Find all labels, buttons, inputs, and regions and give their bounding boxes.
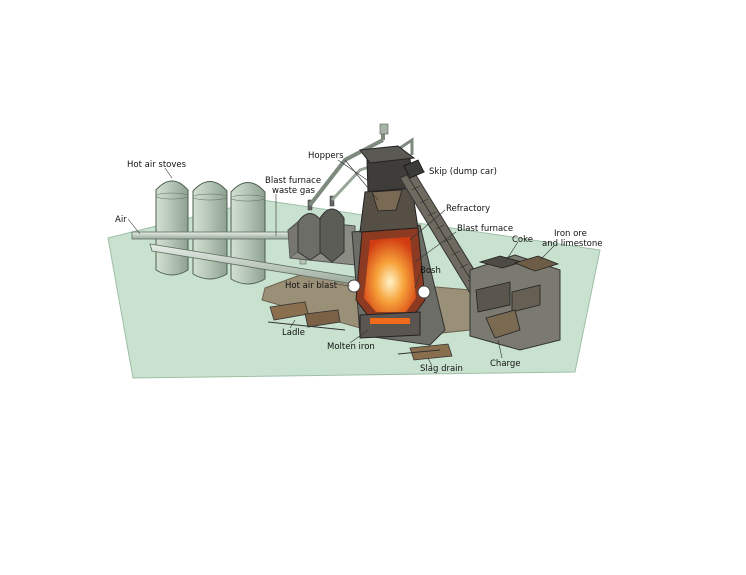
hearth [359, 311, 421, 339]
label-molten-iron: Molten iron [327, 342, 375, 352]
skip-car [403, 159, 425, 179]
label-skip: Skip (dump car) [429, 167, 497, 177]
ladle-cars [267, 301, 346, 331]
ladle-car-2 [304, 309, 341, 328]
dust-catcher-2 [319, 208, 345, 263]
ore-bin [513, 255, 560, 272]
label-blast-furnace: Blast furnace [457, 224, 513, 234]
label-waste-gas-2: waste gas [272, 186, 315, 196]
label-hot-air-blast: Hot air blast [285, 281, 338, 291]
leader-lines [127, 159, 555, 367]
label-hoppers: Hoppers [308, 151, 344, 161]
charge-hopper [485, 309, 521, 339]
charge-bins [469, 254, 561, 351]
slag-car [409, 343, 453, 361]
label-bosh: Bosh [420, 266, 441, 276]
label-slag-drain: Slag drain [420, 364, 463, 374]
label-ladle: Ladle [282, 328, 305, 338]
label-charge: Charge [490, 359, 521, 369]
hoppers [371, 189, 403, 212]
air-inlet-pipe [131, 231, 303, 240]
tuyere-right [417, 285, 431, 299]
dust-catcher-1 [297, 213, 323, 261]
label-refractory: Refractory [446, 204, 490, 214]
label-coke: Coke [512, 235, 533, 245]
label-air: Air [115, 215, 127, 225]
label-hot-air-stoves: Hot air stoves [127, 160, 187, 170]
stove-1 [155, 180, 189, 276]
molten-core [364, 237, 416, 312]
label-iron-ore-1: Iron ore [554, 229, 587, 239]
label-iron-ore-2: and limestone [542, 239, 603, 249]
label-waste-gas-1: Blast furnace [265, 176, 321, 186]
stove-2 [192, 181, 228, 280]
blast-furnace [347, 145, 446, 346]
